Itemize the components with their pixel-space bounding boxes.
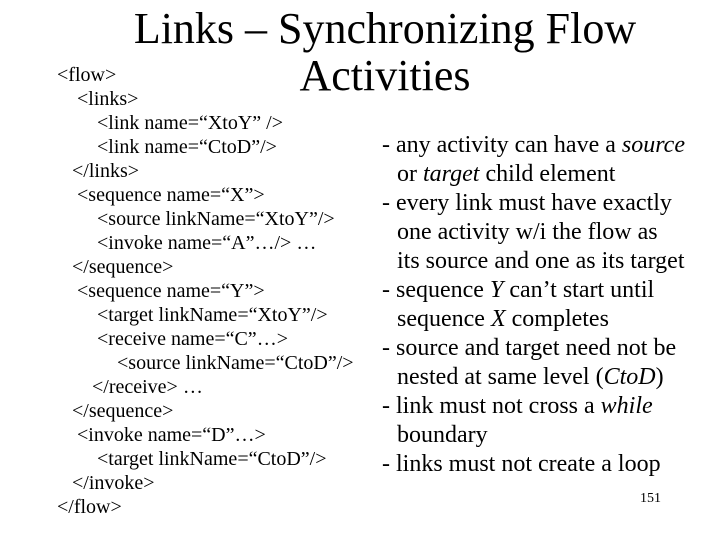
bullet-line: nested at same level (CtoD) xyxy=(397,363,685,392)
bullet-line: - link must not cross a while xyxy=(382,392,685,421)
bullet-text: ) xyxy=(655,364,664,390)
bullet-text-italic: target xyxy=(423,161,480,187)
bullet-line: boundary xyxy=(397,421,685,450)
bullet-text-italic: CtoD xyxy=(603,364,656,390)
bullet-text: or xyxy=(397,161,423,187)
bullet-text: sequence xyxy=(397,306,491,332)
bullet-text: one activity w/i the flow as xyxy=(397,219,658,245)
code-line: <source linkName=“CtoD”/> xyxy=(57,352,354,374)
bullet-line: - sequence Y can’t start until xyxy=(382,276,685,305)
code-block: <flow> <links> <link name=“XtoY” /> <lin… xyxy=(57,63,354,519)
bullet-text-italic: X xyxy=(490,306,506,332)
bullet-text: its source and one as its target xyxy=(397,248,685,274)
bullet-line: - any activity can have a source xyxy=(382,131,685,160)
bullet-text-italic: source xyxy=(621,132,685,158)
code-line: <sequence name=“Y”> xyxy=(57,280,265,302)
bullet-text: child element xyxy=(479,161,616,187)
bullet-line: or target child element xyxy=(397,160,685,189)
slide-title: Links – Synchronizing Flow Activities xyxy=(35,5,720,99)
page-number: 151 xyxy=(640,491,661,506)
code-line: <receive name=“C”…> xyxy=(57,328,288,350)
code-line: </flow> xyxy=(57,496,122,518)
slide-title-line1: Links – Synchronizing Flow xyxy=(133,4,637,53)
code-line: </links> xyxy=(57,160,140,182)
bullet-line: - source and target need not be xyxy=(382,334,685,363)
code-line: </sequence> xyxy=(57,256,174,278)
code-line: <sequence name=“X”> xyxy=(57,184,265,206)
code-line: <flow> xyxy=(57,64,117,86)
bullet-text: - source and target need not be xyxy=(382,335,677,361)
bullet-line: one activity w/i the flow as xyxy=(397,218,685,247)
code-line: </receive> … xyxy=(57,376,203,398)
code-line: <source linkName=“XtoY”/> xyxy=(57,208,335,230)
bullet-text: nested at same level ( xyxy=(397,364,604,390)
code-line: <target linkName=“CtoD”/> xyxy=(57,448,327,470)
bullet-text: boundary xyxy=(397,422,488,448)
bullet-text: completes xyxy=(505,306,609,332)
code-line: </sequence> xyxy=(57,400,174,422)
bullet-text: - sequence xyxy=(382,277,490,303)
bullet-text: can’t start until xyxy=(503,277,655,303)
bullet-text-italic: while xyxy=(600,393,653,419)
code-line: <link name=“CtoD”/> xyxy=(57,136,277,158)
code-line: </invoke> xyxy=(57,472,155,494)
slide-title-line2: Activities xyxy=(299,51,471,100)
bullet-line: - links must not create a loop xyxy=(382,450,685,479)
code-line: <target linkName=“XtoY”/> xyxy=(57,304,328,326)
code-line: <links> xyxy=(57,88,139,110)
bullet-text: - every link must have exactly xyxy=(382,190,672,216)
bullet-line: its source and one as its target xyxy=(397,247,685,276)
bullet-text: - any activity can have a xyxy=(382,132,622,158)
code-line: <invoke name=“D”…> xyxy=(57,424,266,446)
bullet-line: - every link must have exactly xyxy=(382,189,685,218)
bullet-text: - link must not cross a xyxy=(382,393,601,419)
code-line: <link name=“XtoY” /> xyxy=(57,112,284,134)
bullet-line: sequence X completes xyxy=(397,305,685,334)
code-line: <invoke name=“A”…/> … xyxy=(57,232,317,254)
bullet-text-italic: Y xyxy=(489,277,504,303)
bullet-text: - links must not create a loop xyxy=(382,451,661,477)
